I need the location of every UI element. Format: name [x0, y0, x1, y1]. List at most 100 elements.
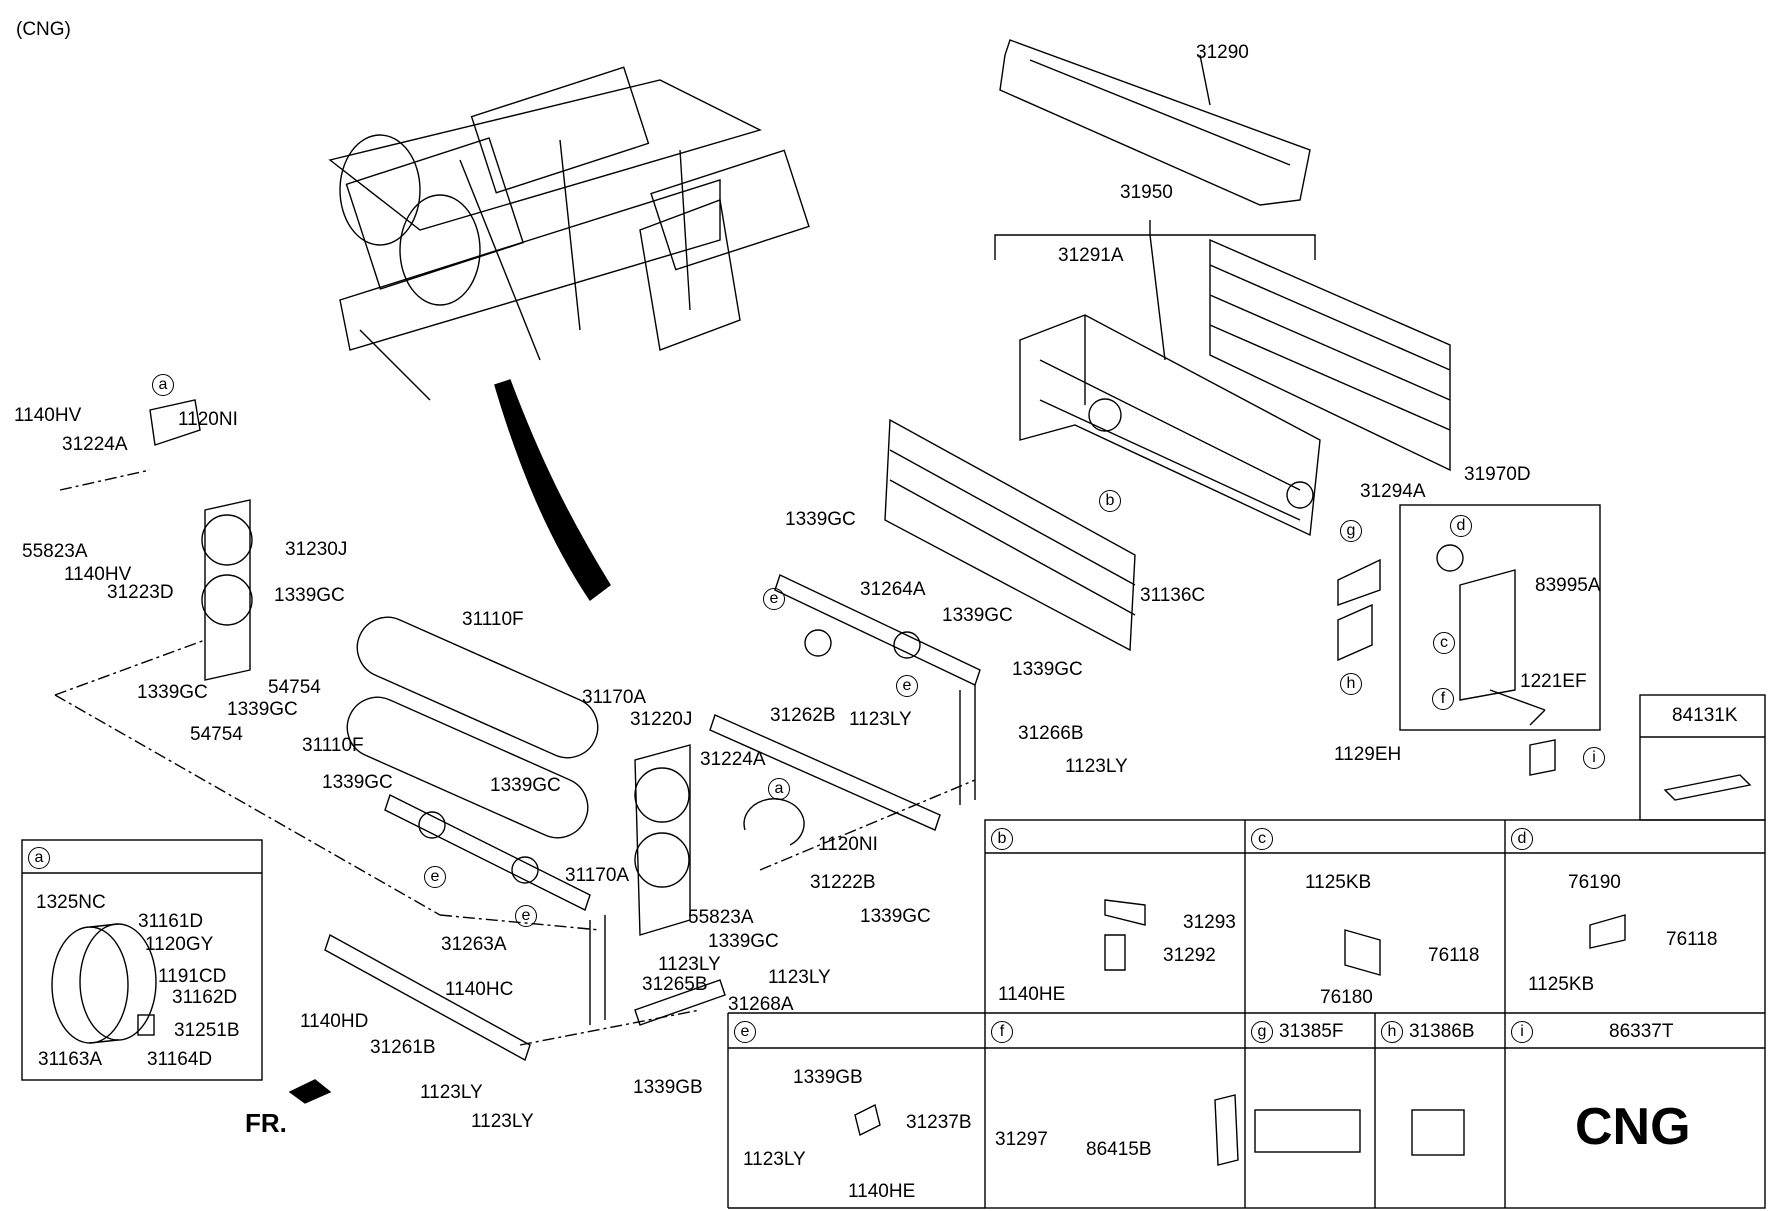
part-label: 1339GB	[633, 1077, 703, 1098]
part-label: 31237B	[906, 1112, 972, 1133]
callout-e: e	[424, 866, 452, 888]
part-label: 1123LY	[420, 1082, 483, 1103]
part-label: 1125KB	[1528, 974, 1595, 995]
part-label: 31162D	[172, 987, 238, 1008]
part-label: 31224A	[700, 749, 766, 770]
part-label: 1339GC	[708, 931, 779, 952]
part-label: 31163A	[38, 1049, 103, 1070]
part-label: 31224A	[62, 434, 128, 455]
part-label: 54754	[268, 677, 321, 698]
callout-e: e	[896, 675, 924, 697]
part-label: 1325NC	[36, 892, 106, 913]
inset-a-box	[21, 839, 263, 1081]
callout-d: d	[1450, 515, 1478, 537]
part-label: 1140HC	[445, 979, 514, 1000]
part-label: 1191CD	[158, 966, 227, 987]
part-label: 31294A	[1360, 481, 1426, 502]
part-label: 1339GC	[1012, 659, 1083, 680]
part-label: 1140HE	[848, 1181, 916, 1202]
callout-b: b	[1099, 490, 1127, 512]
cell-f-header: f	[991, 1021, 1019, 1043]
part-label: 1339GC	[137, 682, 208, 703]
callout-a: a	[768, 778, 796, 800]
part-label: 1339GC	[785, 509, 856, 530]
part-label: 31262B	[770, 705, 836, 726]
cell-e-header: e	[734, 1021, 762, 1043]
cell-d-header: d	[1511, 828, 1539, 850]
part-label: 1221EF	[1520, 671, 1587, 692]
inset-a-header: a	[28, 847, 56, 869]
part-label: 31251B	[174, 1020, 240, 1041]
part-label: 1339GB	[793, 1067, 863, 1088]
part-label: 1123LY	[743, 1149, 806, 1170]
part-label: 31265B	[642, 974, 708, 995]
tank-31110F	[346, 616, 599, 839]
callout-e: e	[763, 588, 791, 610]
part-label: 1339GC	[274, 585, 345, 606]
cover-31290	[999, 39, 1311, 206]
part-label: 31110F	[302, 735, 364, 756]
bracket-31230J	[204, 499, 251, 681]
part-label: 76118	[1428, 945, 1480, 966]
part-label: 1120NI	[178, 409, 238, 430]
callout-h: h	[1340, 673, 1368, 695]
part-label: 84131K	[1672, 705, 1738, 726]
part-label: 1339GC	[490, 775, 561, 796]
cng-mark: CNG	[1575, 1098, 1691, 1156]
box-31970D	[1399, 504, 1601, 731]
part-label: 76118	[1666, 929, 1718, 950]
part-label: 1123LY	[658, 954, 721, 975]
part-label: 31161D	[138, 911, 204, 932]
part-label: 31266B	[1018, 723, 1084, 744]
part-label: 55823A	[22, 541, 88, 562]
part-label: 1339GC	[942, 605, 1013, 626]
callout-i: i	[1583, 747, 1611, 769]
part-label: 83995A	[1535, 575, 1601, 596]
callout-f: f	[1432, 688, 1460, 710]
part-label: 31297	[995, 1129, 1048, 1150]
part-label: 31110F	[462, 609, 524, 630]
part-label: 55823A	[688, 907, 754, 928]
part-label: 31293	[1183, 912, 1236, 933]
part-label: 31261B	[370, 1037, 436, 1058]
part-label: 1123LY	[471, 1111, 534, 1132]
part-label: 1140HV	[14, 405, 82, 426]
part-label: 1140HV	[64, 564, 132, 585]
part-label: 31164D	[147, 1049, 213, 1070]
part-label: 31970D	[1464, 464, 1531, 485]
part-label: 1140HD	[300, 1011, 369, 1032]
part-label: 31268A	[728, 994, 794, 1015]
part-label: 31292	[1163, 945, 1216, 966]
part-label: 31223D	[107, 582, 174, 603]
part-label: 76190	[1568, 872, 1621, 893]
part-label: 31263A	[441, 934, 507, 955]
part-label: 1120NI	[818, 834, 878, 855]
frame-31950	[1019, 314, 1321, 537]
part-label: 54754	[190, 724, 243, 745]
part-label: 31290	[1196, 42, 1249, 63]
part-label: 31136C	[1140, 585, 1206, 606]
part-label: 31291A	[1058, 245, 1124, 266]
chassis-assembly	[328, 66, 810, 401]
part-label: 1140HE	[998, 984, 1066, 1005]
part-label: 31950	[1120, 182, 1173, 203]
callout-a: a	[152, 374, 180, 396]
cell-b-header: b	[991, 828, 1019, 850]
part-label: 31170A	[582, 687, 647, 708]
part-label: 86415B	[1086, 1139, 1152, 1160]
part-label: 1123LY	[1065, 756, 1128, 777]
part-label: 31230J	[285, 539, 348, 560]
part-label: 31264A	[860, 579, 926, 600]
part-label: 1123LY	[849, 709, 912, 730]
part-label: 76180	[1320, 987, 1373, 1008]
part-label: 1123LY	[768, 967, 831, 988]
part-label: 1339GC	[322, 772, 393, 793]
part-label: 31222B	[810, 872, 876, 893]
part-label: 1339GC	[860, 906, 931, 927]
callout-e: e	[515, 905, 543, 927]
callout-g: g	[1340, 520, 1368, 542]
